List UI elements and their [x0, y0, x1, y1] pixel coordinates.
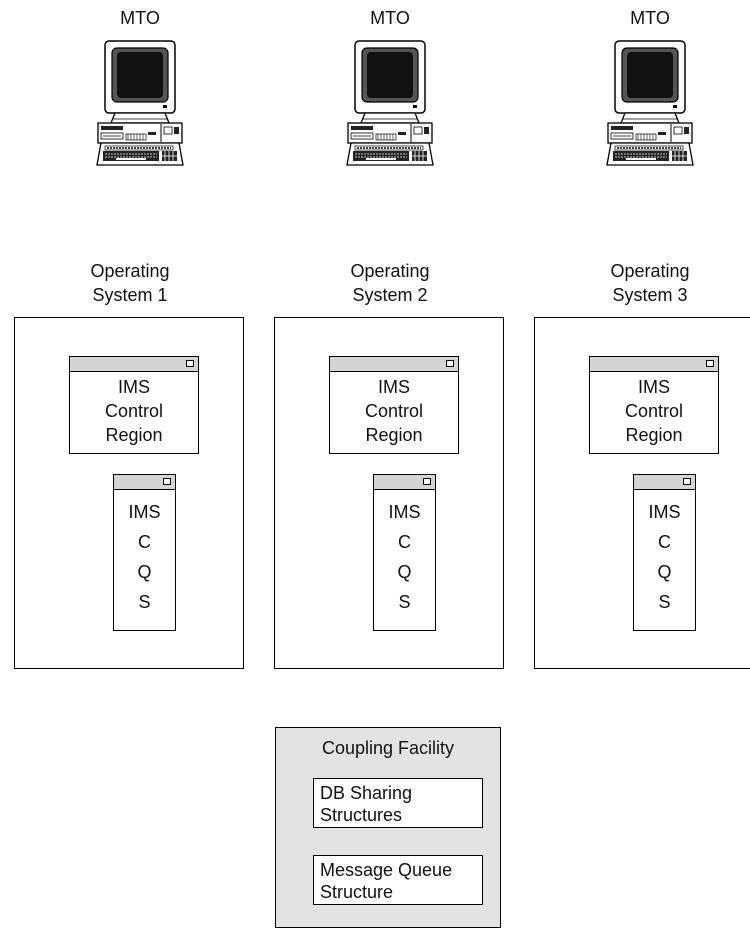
message-queue-line: Structure — [320, 882, 394, 902]
ims-control-region-window-3: IMS Control Region — [589, 356, 719, 454]
os-label-line2: System 1 — [92, 285, 168, 305]
os-label-2: Operating System 2 — [315, 259, 465, 307]
cqs-line: C — [138, 532, 151, 552]
os-label-line2: System 2 — [352, 285, 428, 305]
window-maximize-icon — [423, 478, 431, 485]
window-title-bar — [330, 357, 458, 372]
ims-cqs-window-1: IMS C Q S — [113, 474, 176, 631]
cqs-line: S — [658, 592, 671, 612]
control-region-line: IMS — [637, 377, 670, 397]
control-region-line: Region — [625, 425, 683, 445]
cqs-line: Q — [397, 562, 412, 582]
ims-cqs-window-3: IMS C Q S — [633, 474, 696, 631]
cqs-line: IMS — [388, 502, 421, 522]
control-region-line: Region — [105, 425, 163, 445]
window-title-bar — [634, 475, 695, 490]
control-region-line: Control — [104, 401, 164, 421]
os-label-line1: Operating — [350, 261, 430, 281]
mto-label-2: MTO — [370, 8, 410, 28]
computer-terminal-icon — [606, 40, 694, 166]
window-maximize-icon — [706, 360, 714, 367]
ims-cqs-window-2: IMS C Q S — [373, 474, 436, 631]
db-sharing-structures: DB Sharing Structures — [313, 778, 483, 828]
mto-label-3: MTO — [630, 8, 670, 28]
cqs-line: S — [138, 592, 151, 612]
control-region-line: IMS — [377, 377, 410, 397]
window-maximize-icon — [446, 360, 454, 367]
db-sharing-line: DB Sharing — [320, 783, 413, 803]
os-label-line1: Operating — [90, 261, 170, 281]
control-region-line: Region — [365, 425, 423, 445]
coupling-facility-title: Coupling Facility — [321, 738, 455, 758]
window-title-bar — [374, 475, 435, 490]
cqs-line: C — [398, 532, 411, 552]
window-title-bar — [114, 475, 175, 490]
os-label-line2: System 3 — [612, 285, 688, 305]
ims-control-region-window-1: IMS Control Region — [69, 356, 199, 454]
window-maximize-icon — [163, 478, 171, 485]
ims-control-region-window-2: IMS Control Region — [329, 356, 459, 454]
os-label-line1: Operating — [610, 261, 690, 281]
message-queue-structure: Message Queue Structure — [313, 855, 483, 905]
cqs-line: S — [398, 592, 411, 612]
mto-label-1: MTO — [120, 8, 160, 28]
cqs-line: Q — [657, 562, 672, 582]
os-label-3: Operating System 3 — [575, 259, 725, 307]
cqs-line: Q — [137, 562, 152, 582]
window-title-bar — [590, 357, 718, 372]
control-region-line: IMS — [117, 377, 150, 397]
window-maximize-icon — [683, 478, 691, 485]
window-maximize-icon — [186, 360, 194, 367]
os-label-1: Operating System 1 — [55, 259, 205, 307]
window-title-bar — [70, 357, 198, 372]
db-sharing-line: Structures — [320, 805, 403, 825]
cqs-line: C — [658, 532, 671, 552]
cqs-line: IMS — [648, 502, 681, 522]
computer-terminal-icon — [96, 40, 184, 166]
computer-terminal-icon — [346, 40, 434, 166]
message-queue-line: Message Queue — [320, 860, 453, 880]
coupling-facility: Coupling Facility DB Sharing Structures … — [275, 727, 501, 928]
control-region-line: Control — [364, 401, 424, 421]
cqs-line: IMS — [128, 502, 161, 522]
control-region-line: Control — [624, 401, 684, 421]
